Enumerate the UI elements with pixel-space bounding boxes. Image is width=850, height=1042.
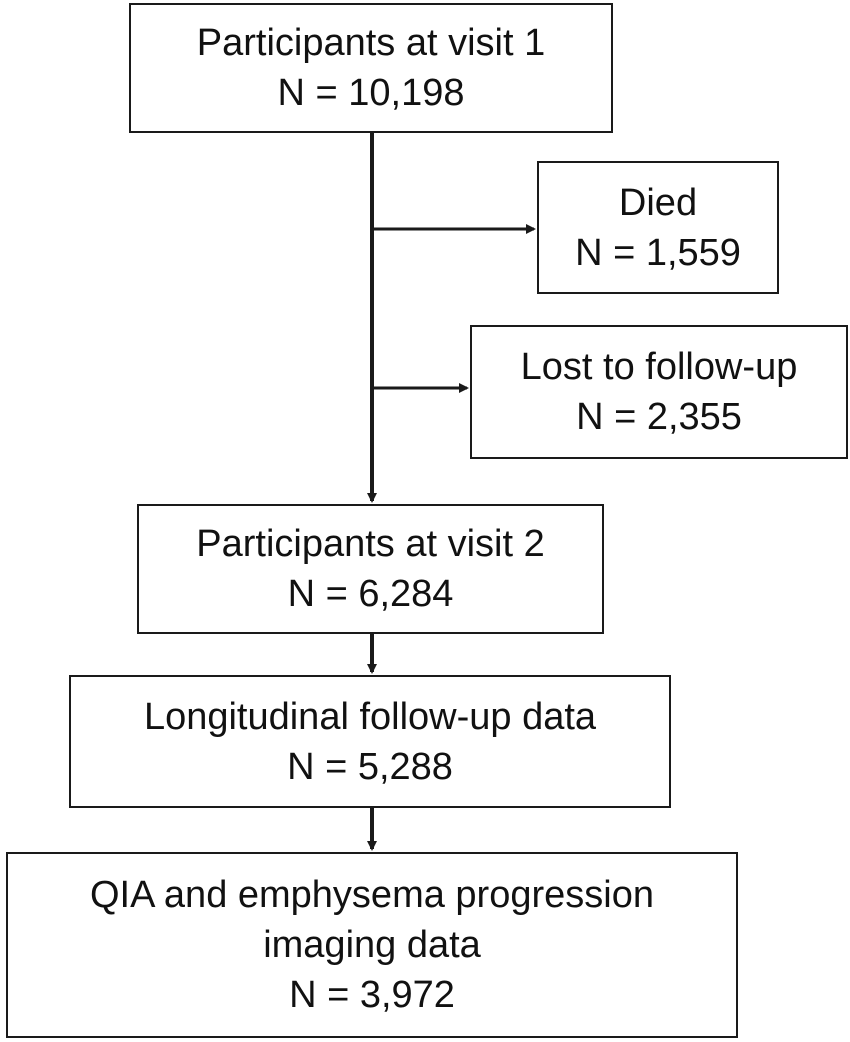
node-visit2-count: N = 6,284: [287, 573, 454, 615]
node-lost: Lost to follow-up N = 2,355: [470, 325, 848, 459]
node-visit1: Participants at visit 1 N = 10,198: [129, 3, 613, 133]
node-qia-title-line1: QIA and emphysema progression: [90, 874, 654, 916]
node-died-count: N = 1,559: [575, 231, 741, 274]
node-visit1-count: N = 10,198: [277, 72, 465, 114]
node-qia: QIA and emphysema progression imaging da…: [6, 852, 738, 1038]
node-visit1-title: Participants at visit 1: [196, 22, 546, 64]
node-lost-count: N = 2,355: [576, 396, 742, 438]
node-longitudinal-count: N = 5,288: [287, 745, 453, 788]
node-qia-title-line2: imaging data: [263, 924, 481, 966]
node-visit2-title: Participants at visit 2: [196, 523, 545, 565]
node-longitudinal: Longitudinal follow-up data N = 5,288: [69, 675, 671, 808]
node-died: Died N = 1,559: [537, 161, 779, 294]
node-died-title: Died: [618, 181, 698, 224]
node-longitudinal-title: Longitudinal follow-up data: [143, 695, 597, 738]
node-qia-count: N = 3,972: [289, 974, 455, 1016]
node-visit2: Participants at visit 2 N = 6,284: [137, 504, 604, 634]
node-lost-title: Lost to follow-up: [520, 346, 798, 388]
